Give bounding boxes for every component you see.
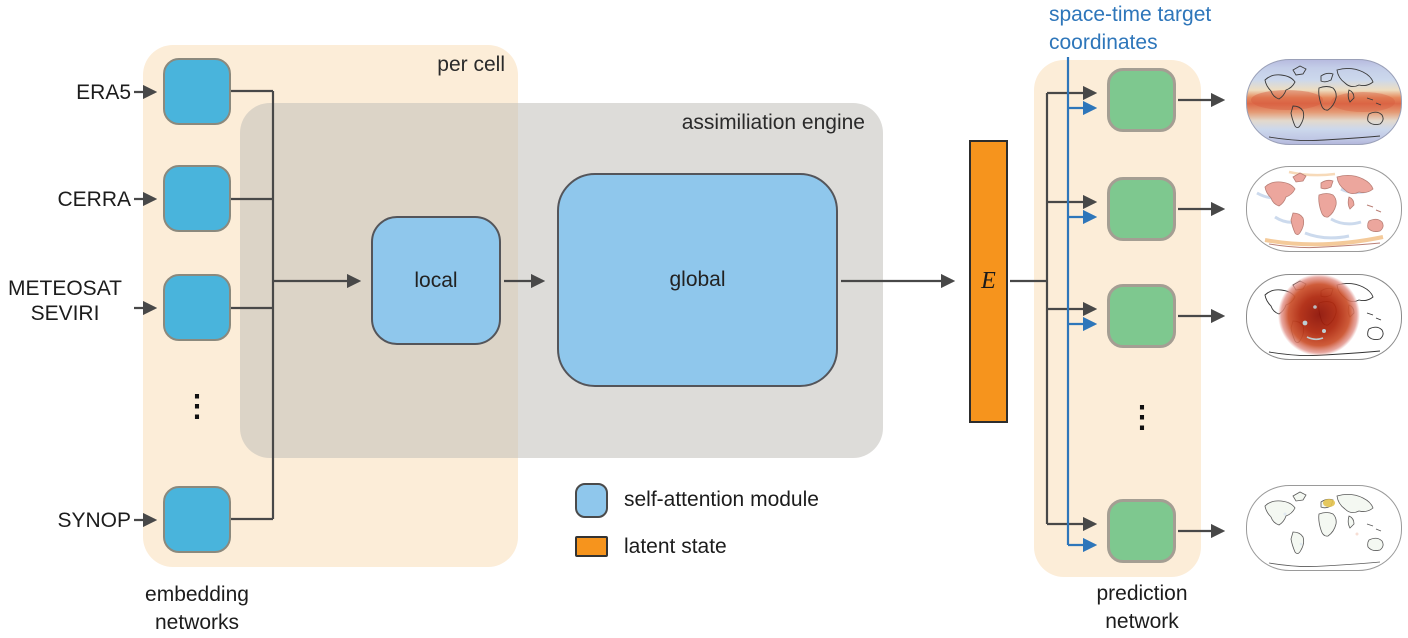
prediction-module-4	[1107, 499, 1176, 563]
per-cell-label: per cell	[437, 53, 505, 76]
legend-swatch-latent-state	[575, 536, 608, 557]
input-label-meteosat: METEOSAT	[8, 277, 122, 300]
output-map-temperature	[1246, 59, 1402, 145]
prediction-module-1	[1107, 68, 1176, 132]
assimilation-engine-label: assimiliation engine	[681, 111, 865, 134]
coord-label-line2: coordinates	[1049, 31, 1158, 54]
ellipsis-left: ⋮	[182, 390, 212, 423]
embedding-module-2	[163, 165, 231, 232]
ellipsis-right: ⋮	[1127, 401, 1157, 434]
embedding-networks-caption: embedding networks	[107, 581, 287, 637]
coord-label-line1: space-time target	[1049, 3, 1212, 26]
prediction-caption-line2: network	[1105, 610, 1179, 633]
input-label-cerra: CERRA	[57, 188, 131, 211]
output-map-red-blob	[1246, 274, 1402, 360]
output-map-faint	[1246, 485, 1402, 571]
output-map-continents	[1246, 166, 1402, 252]
input-label-meteosat-seviri: METEOSAT SEVIRI	[0, 276, 130, 326]
legend-label-self-attention: self-attention module	[624, 488, 819, 511]
embedding-caption-line2: networks	[154, 611, 240, 634]
prediction-caption-line1: prediction	[1096, 582, 1188, 605]
legend-label-latent-state: latent state	[624, 535, 727, 558]
prediction-network-caption: prediction network	[1052, 580, 1232, 636]
latent-state-symbol: E	[981, 268, 996, 294]
embedding-module-4	[163, 486, 231, 553]
space-time-coordinates-label: space-time target coordinates	[1049, 1, 1211, 57]
local-label: local	[414, 268, 458, 292]
embedding-module-1	[163, 58, 231, 125]
prediction-module-2	[1107, 177, 1176, 241]
global-attention-module: global	[557, 173, 838, 387]
input-label-synop: SYNOP	[57, 509, 131, 532]
input-label-seviri: SEVIRI	[30, 302, 100, 325]
embedding-caption-line1: embedding	[145, 583, 249, 606]
latent-state-bar: E	[969, 140, 1008, 423]
legend-swatch-self-attention	[575, 483, 608, 518]
prediction-module-3	[1107, 284, 1176, 348]
input-label-era5: ERA5	[76, 81, 131, 104]
local-attention-module: local	[371, 216, 501, 345]
embedding-module-3	[163, 274, 231, 341]
global-label: global	[669, 268, 726, 291]
